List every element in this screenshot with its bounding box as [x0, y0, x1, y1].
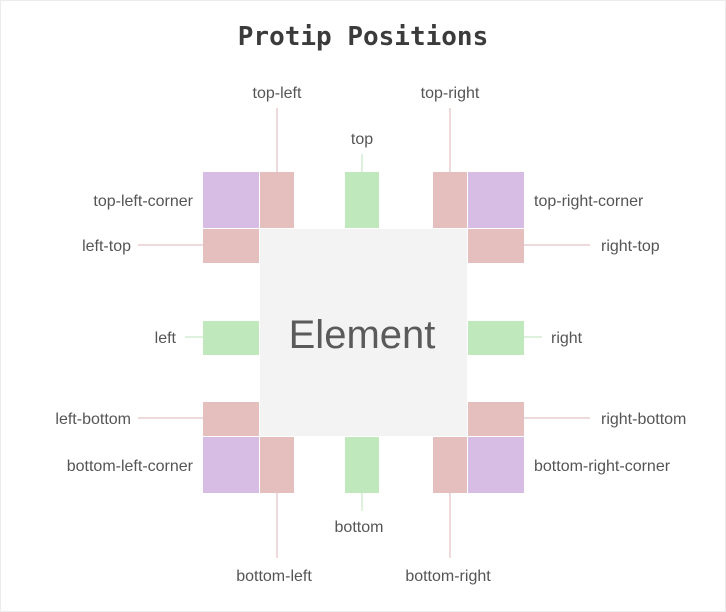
top-left-box: [260, 172, 294, 228]
top-left-label: top-left: [253, 85, 302, 102]
bottom-left-box: [260, 437, 294, 493]
bottom-left-corner-label: bottom-left-corner: [67, 458, 194, 475]
left-box: [203, 321, 259, 355]
left-top-box: [203, 229, 259, 263]
left-top-label: left-top: [82, 238, 131, 255]
bottom-right-corner-box: [468, 437, 524, 493]
bottom-left-label: bottom-left: [236, 568, 312, 585]
bottom-right-box: [433, 437, 467, 493]
right-top-box: [468, 229, 524, 263]
bottom-right-corner-label: bottom-right-corner: [534, 458, 671, 475]
left-bottom-label: left-bottom: [55, 411, 131, 428]
top-right-corner-label: top-right-corner: [534, 193, 644, 210]
top-right-box: [433, 172, 467, 228]
left-label: left: [155, 330, 177, 347]
left-bottom-box: [203, 402, 259, 436]
top-box: [345, 172, 379, 228]
top-label: top: [351, 131, 373, 148]
top-right-label: top-right: [421, 85, 480, 102]
page-title: Protip Positions: [237, 22, 489, 52]
bottom-label: bottom: [335, 519, 384, 536]
bottom-box: [345, 437, 379, 493]
top-left-corner-box: [203, 172, 259, 228]
bottom-right-label: bottom-right: [405, 568, 491, 585]
top-right-corner-box: [468, 172, 524, 228]
right-top-label: right-top: [601, 238, 660, 255]
right-bottom-box: [468, 402, 524, 436]
right-box: [468, 321, 524, 355]
right-bottom-label: right-bottom: [601, 411, 686, 428]
bottom-left-corner-box: [203, 437, 259, 493]
element-label: Element: [289, 313, 436, 357]
right-label: right: [551, 330, 583, 347]
top-left-corner-label: top-left-corner: [93, 193, 193, 210]
element-box: [260, 229, 467, 436]
